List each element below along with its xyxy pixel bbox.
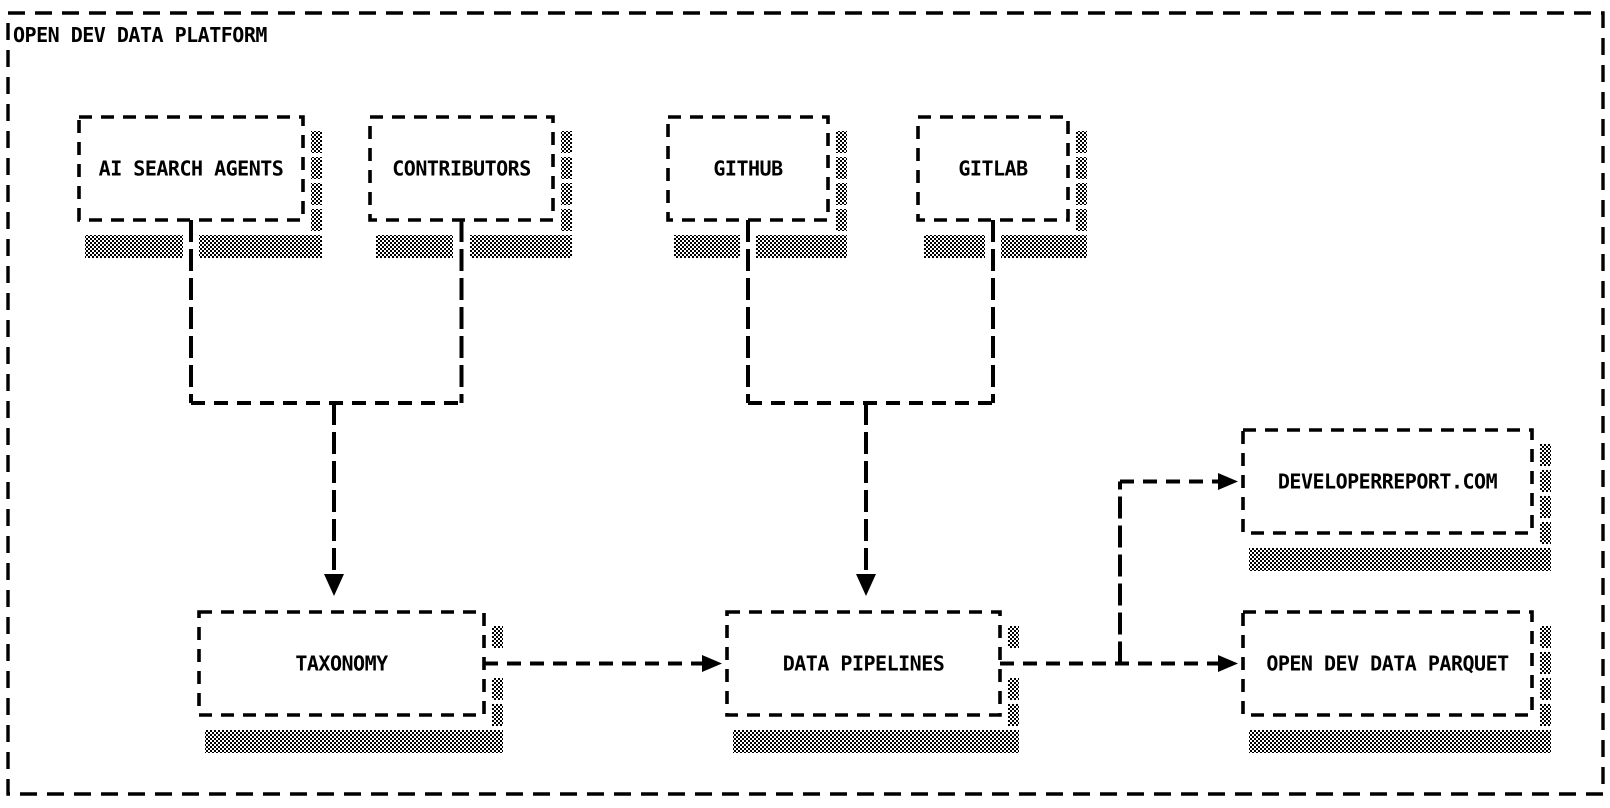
node-box [368,115,555,222]
arrowhead-down-icon [324,574,344,596]
node-box [916,115,1070,222]
node-shadow [85,131,322,258]
edge-data-pipelines-to-parquet [1000,655,1238,672]
platform-frame [6,11,1605,796]
node-shadow [674,131,847,258]
node-box [725,610,1002,717]
node-label: GITLAB [958,157,1028,181]
edge-merge-left-group [191,401,462,596]
node-box [77,115,305,222]
node-shadow [1249,626,1551,753]
node-contributors: CONTRIBUTORS [368,115,572,258]
node-taxonomy: TAXONOMY [197,610,503,753]
diagram-title: OPEN DEV DATA PLATFORM [13,23,267,47]
node-shadow [205,626,503,753]
edge-data-pipelines-to-developerreport [1118,473,1238,664]
node-shadow [1249,444,1551,571]
node-box [197,610,486,717]
edge-merge-right-group [748,401,993,596]
arrowhead-right-icon [702,655,722,672]
node-label: AI SEARCH AGENTS [99,157,284,181]
node-data-pipelines: DATA PIPELINES [725,610,1019,753]
arrowhead-right-icon [1218,473,1238,490]
node-label: TAXONOMY [295,652,388,676]
node-developerreport: DEVELOPERREPORT.COM [1241,428,1551,571]
node-label: DEVELOPERREPORT.COM [1278,470,1498,494]
node-box [1241,610,1534,717]
edge-taxonomy-to-data-pipelines [484,655,722,672]
node-label: CONTRIBUTORS [392,157,531,181]
node-shadow [733,626,1019,753]
node-shadow [924,131,1087,258]
arrowhead-right-icon [1218,655,1238,672]
node-open-dev-data-parquet: OPEN DEV DATA PARQUET [1241,610,1551,753]
node-github: GITHUB [666,115,847,258]
node-box [666,115,830,222]
node-label: DATA PIPELINES [783,652,945,676]
node-shadow [376,131,572,258]
node-label: GITHUB [713,157,783,181]
node-box [1241,428,1534,535]
arrowhead-down-icon [856,574,876,596]
node-ai-search-agents: AI SEARCH AGENTS [77,115,322,258]
node-gitlab: GITLAB [916,115,1087,258]
node-label: OPEN DEV DATA PARQUET [1266,652,1509,676]
